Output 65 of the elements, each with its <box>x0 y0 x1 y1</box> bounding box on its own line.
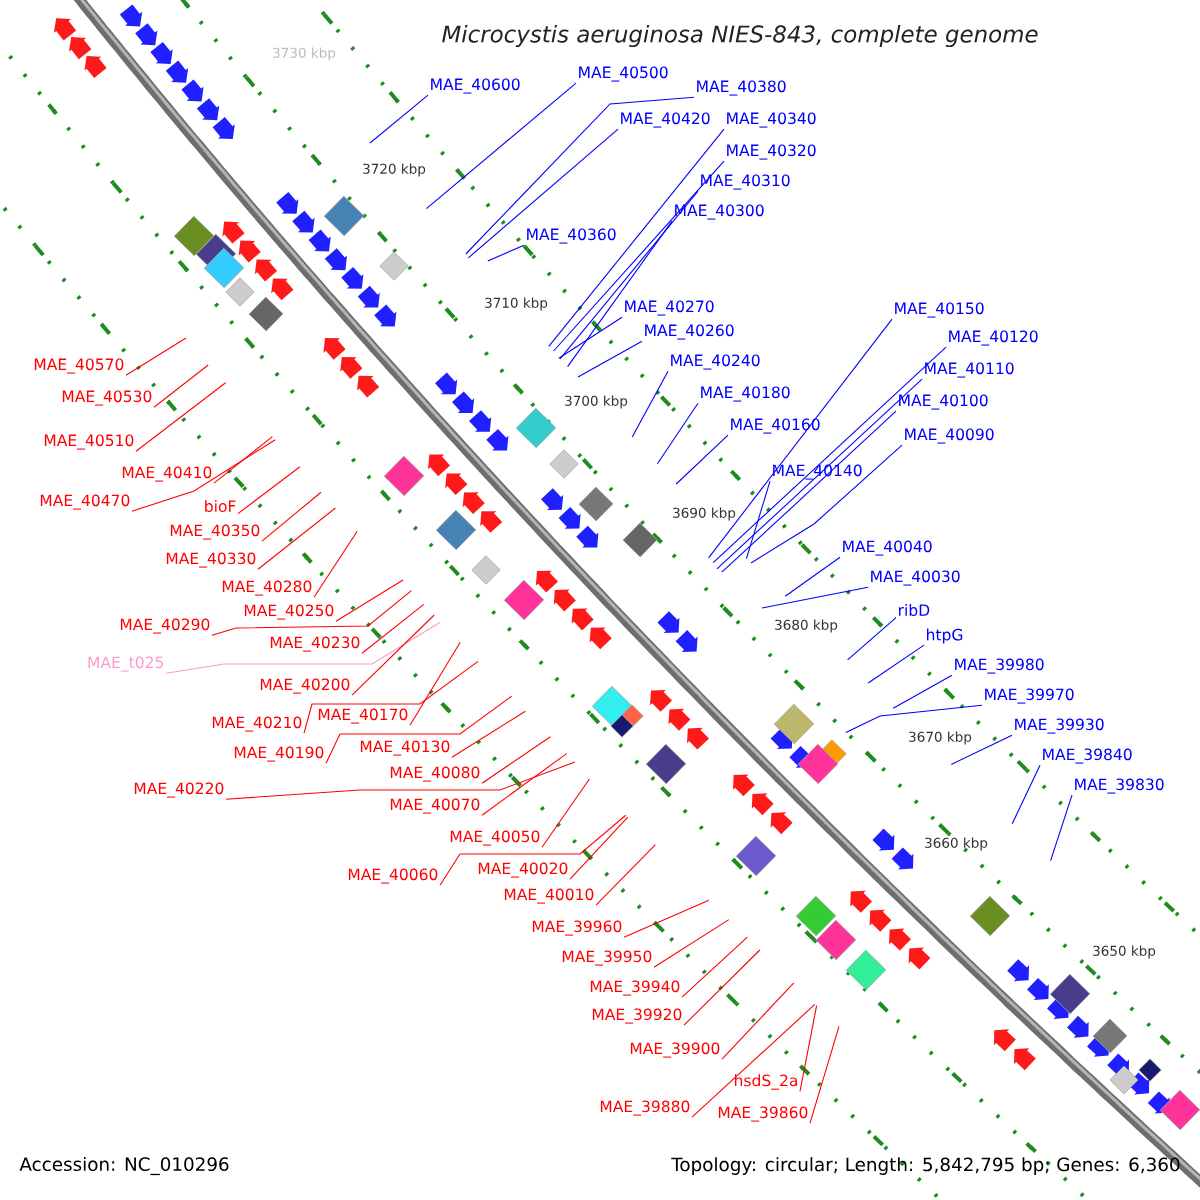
leader-line <box>892 674 953 709</box>
leader-line <box>867 644 925 684</box>
leader-line <box>716 378 923 570</box>
leader-line <box>211 590 412 636</box>
leader-line <box>721 410 897 573</box>
leader-line <box>425 82 577 210</box>
leader-line <box>950 734 1013 765</box>
leader-line <box>559 190 699 360</box>
leader-line <box>569 816 629 880</box>
leader-line <box>548 128 725 347</box>
leader-line <box>683 949 761 1026</box>
leader-line <box>481 736 551 784</box>
leader-line <box>335 579 404 622</box>
leader-line <box>131 439 276 512</box>
leader-line <box>623 899 710 938</box>
leader-line <box>567 220 673 368</box>
leader-line <box>691 1003 816 1118</box>
leader-line <box>541 778 590 848</box>
leader-line <box>487 244 525 262</box>
leader-line <box>675 434 729 485</box>
leader-line <box>656 402 699 465</box>
leader-line <box>439 814 627 886</box>
leader-line <box>313 530 358 598</box>
leader-line <box>351 614 435 696</box>
leader-line <box>577 340 643 378</box>
leader-line <box>481 753 568 816</box>
leader-line <box>708 318 893 559</box>
accession-text: Accession: NC_010296 <box>19 1156 229 1176</box>
leader-line <box>303 660 479 734</box>
leader-line <box>845 704 983 733</box>
leader-line <box>847 617 897 661</box>
leader-line <box>558 316 623 359</box>
leader-line <box>809 1025 840 1124</box>
leader-line <box>361 603 425 654</box>
leader-line <box>467 128 619 259</box>
leader-line <box>409 641 461 726</box>
leader-line <box>465 96 695 255</box>
leader-line <box>135 382 227 452</box>
leader-line <box>237 466 301 515</box>
leader-line <box>653 919 730 968</box>
leader-line <box>261 491 322 542</box>
leader-line <box>681 936 748 998</box>
leader-line <box>451 710 526 758</box>
leader-line <box>784 556 841 597</box>
title: Microcystis aeruginosa NIES-843, complete genome <box>442 24 1038 48</box>
leader-line <box>745 480 771 560</box>
leader-line <box>325 695 513 764</box>
leader-line <box>595 844 656 906</box>
genome-info-text: Topology: circular; Length: 5,842,795 bp; Genes: 6,360 <box>671 1157 1180 1175</box>
leader-line <box>761 586 869 609</box>
leader-line <box>165 621 441 674</box>
leader-line <box>750 444 903 564</box>
leader-line <box>153 364 209 408</box>
leader-line <box>721 982 795 1060</box>
leader-line <box>1050 794 1073 862</box>
leader-line <box>712 346 947 564</box>
leader-line <box>1011 764 1041 825</box>
leader-line <box>257 507 336 570</box>
leader-line <box>369 94 429 144</box>
leader-line <box>631 370 669 438</box>
leader-line <box>225 761 576 800</box>
leader-line <box>553 160 725 352</box>
leader-line <box>213 436 273 484</box>
leader-line <box>799 1005 818 1092</box>
leader-line <box>125 337 187 376</box>
